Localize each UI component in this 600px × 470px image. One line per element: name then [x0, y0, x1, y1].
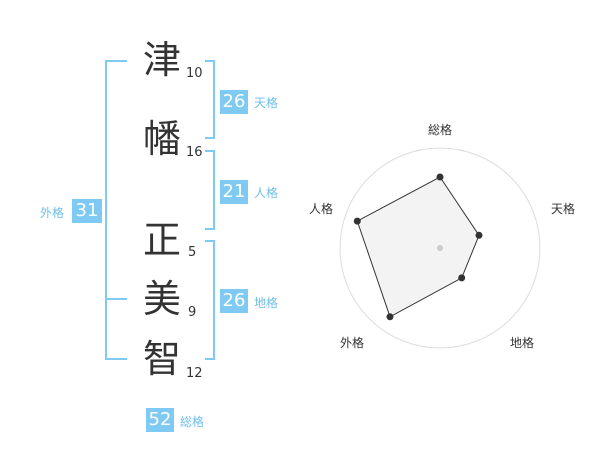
- jinkaku-value-badge: 21: [220, 180, 248, 204]
- tenkaku-bracket-vertical: [213, 60, 215, 139]
- outer-bracket-mid: [105, 298, 127, 300]
- radar-data-polygon: [356, 176, 480, 318]
- radar-axis-label-soukaku: 総格: [428, 123, 453, 137]
- radar-axis-label-tenkaku: 天格: [551, 202, 576, 216]
- chikaku-label: 地格: [254, 296, 279, 310]
- jinkaku-bracket-bottom: [205, 228, 215, 230]
- tenkaku-bracket-bottom: [205, 137, 215, 139]
- outer-bracket-top: [105, 60, 127, 62]
- chikaku-bracket-bottom: [205, 358, 215, 360]
- stroke-count-3: 5: [188, 245, 197, 260]
- radar-point-1: [436, 173, 444, 181]
- jinkaku-label: 人格: [254, 186, 279, 200]
- radar-point-2: [475, 231, 483, 239]
- name-char-2: 幡: [142, 117, 181, 161]
- stroke-count-5: 12: [186, 366, 203, 381]
- outer-bracket-vertical: [105, 60, 107, 360]
- name-char-3: 正: [142, 218, 181, 262]
- radar-point-5: [353, 217, 361, 225]
- radar-data-points: [353, 173, 483, 321]
- stroke-count-2: 16: [186, 145, 203, 160]
- tenkaku-value-badge: 26: [220, 90, 248, 114]
- radar-axis-label-jinkaku: 人格: [309, 202, 334, 216]
- outer-bracket-bottom: [105, 358, 127, 360]
- name-char-5: 智: [142, 337, 181, 381]
- tenkaku-bracket-top: [205, 60, 215, 62]
- radar-point-4: [386, 313, 394, 321]
- name-char-4: 美: [142, 277, 181, 321]
- soukaku-label: 総格: [180, 415, 205, 429]
- chikaku-bracket-vertical: [213, 240, 215, 360]
- radar-axis-label-gaikaku: 外格: [340, 336, 365, 350]
- gaikaku-label: 外格: [40, 206, 65, 220]
- radar-axis-label-chikaku: 地格: [510, 336, 535, 350]
- stroke-count-4: 9: [188, 305, 197, 320]
- stroke-count-1: 10: [186, 66, 203, 81]
- jinkaku-bracket-top: [205, 150, 215, 152]
- chikaku-value-badge: 26: [220, 289, 248, 313]
- jinkaku-bracket-vertical: [213, 150, 215, 230]
- tenkaku-label: 天格: [254, 96, 279, 110]
- radar-center-dot: [437, 245, 443, 251]
- radar-point-3: [458, 274, 466, 282]
- soukaku-value-badge: 52: [146, 408, 174, 432]
- chikaku-bracket-top: [205, 240, 215, 242]
- gaikaku-value-badge: 31: [72, 199, 102, 223]
- name-char-1: 津: [142, 38, 181, 82]
